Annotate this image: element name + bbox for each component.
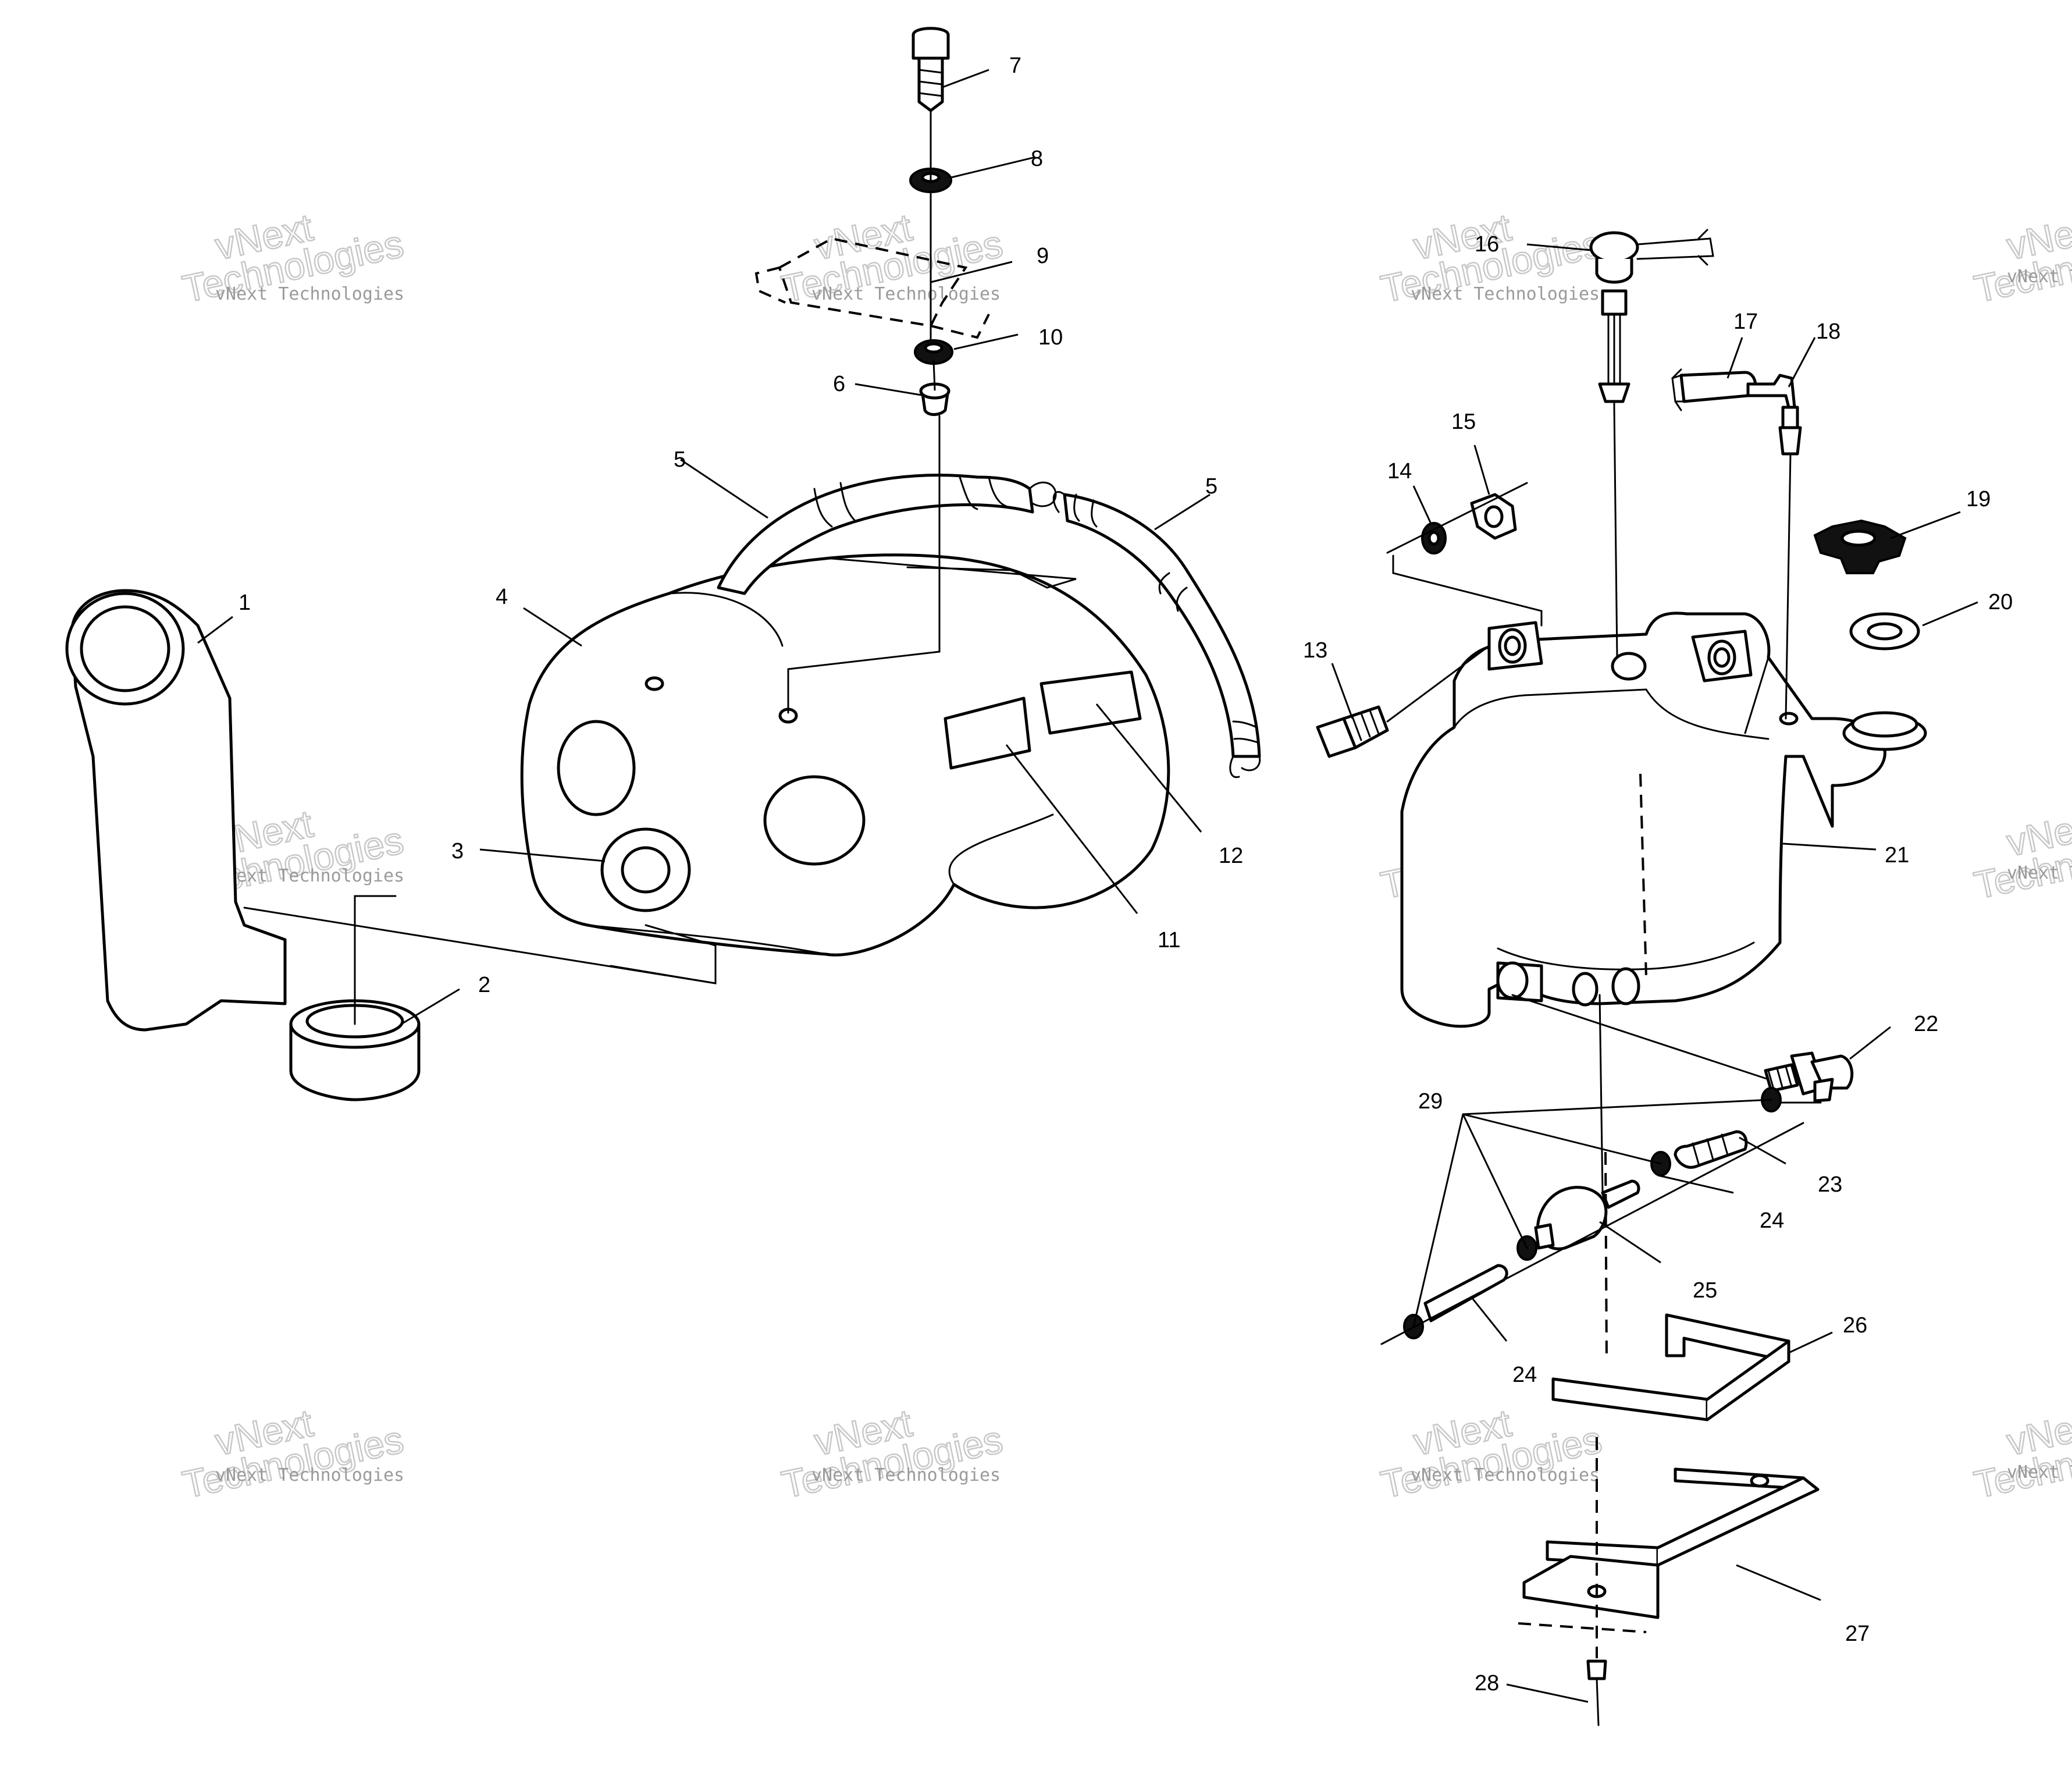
- callout-29: 29: [1418, 1089, 1443, 1114]
- watermark: Technologies vNext: [1970, 205, 2072, 311]
- callout-1: 1: [238, 591, 251, 615]
- watermark-text: vNext Technologies: [215, 866, 404, 886]
- callout-22: 22: [1914, 1012, 1938, 1036]
- callout-25: 25: [1693, 1278, 1717, 1303]
- watermark-text: vNext Technologies: [215, 284, 404, 304]
- callout-7: 7: [1009, 54, 1021, 78]
- watermark-text: vNext Technologies: [2007, 266, 2072, 287]
- callout-5-left: 5: [674, 447, 686, 472]
- assembly-line-center: [1604, 1151, 1608, 1362]
- part-19-filler-cap: [1813, 519, 1907, 574]
- part-7-bolt: [912, 27, 950, 112]
- callout-28: 28: [1475, 1671, 1499, 1695]
- watermark-text: vNext Technologies: [1411, 1465, 1600, 1485]
- callout-16: 16: [1475, 232, 1499, 257]
- assembly-line-16: [1613, 406, 1618, 659]
- part-9-bracket-outline: [754, 237, 990, 339]
- part-28-drain-plug: [1586, 1659, 1607, 1726]
- callout-23: 23: [1818, 1172, 1842, 1197]
- part-16-level-sensor: [1589, 229, 1714, 408]
- callout-3: 3: [451, 839, 464, 863]
- callout-17: 17: [1733, 310, 1758, 334]
- part-21-oil-tank: [1400, 612, 1927, 1028]
- callout-6: 6: [833, 372, 845, 396]
- part-5-hose-right: [1052, 490, 1261, 779]
- callout-13: 13: [1303, 638, 1327, 663]
- watermark-text: vNext Technologies: [1411, 284, 1600, 304]
- part-22-outlet-elbow: [1764, 1051, 1854, 1103]
- part-20-gasket: [1849, 612, 1920, 650]
- leader-29-fan: [1412, 1099, 1772, 1328]
- assembly-line-13: [1386, 645, 1490, 723]
- watermark: Technologies vNext: [1970, 1400, 2072, 1507]
- callout-24-upper: 24: [1760, 1208, 1784, 1233]
- watermark-text: vNext Technologies: [215, 1465, 404, 1485]
- callout-18: 18: [1816, 319, 1840, 344]
- watermark-text: vNext Technologies: [811, 284, 1001, 304]
- assembly-line-left: [243, 895, 717, 1025]
- watermark: Technologies vNext: [1970, 801, 2072, 908]
- callout-10: 10: [1038, 325, 1063, 350]
- callout-20: 20: [1988, 590, 2013, 614]
- watermark-text: vNext Technologies: [2007, 1462, 2072, 1483]
- callout-labels: 1 2 3 4 5 5 6 7 8 9 10 11 12 13 14 15 16…: [238, 54, 2013, 1695]
- callout-21: 21: [1885, 843, 1909, 868]
- watermark-text: vNext Technologies: [2007, 863, 2072, 883]
- part-4-air-box: [520, 553, 1170, 984]
- callout-15: 15: [1451, 410, 1476, 434]
- watermark: Technologies vNext: [178, 1400, 408, 1507]
- callout-19: 19: [1966, 487, 1991, 511]
- part-3-grommet: [600, 827, 691, 912]
- callout-27: 27: [1845, 1622, 1870, 1646]
- part-25-fuel-filter: [1534, 1186, 1608, 1250]
- callout-24-lower: 24: [1512, 1363, 1537, 1387]
- watermark-text: vNext Technologies: [811, 1465, 1001, 1485]
- watermark: Technologies vNext: [1376, 205, 1606, 311]
- part-24-hose-short: [1601, 1179, 1640, 1209]
- callout-9: 9: [1037, 244, 1049, 268]
- part-18-elbow-fitting: [1746, 374, 1802, 456]
- callout-4: 4: [496, 585, 508, 609]
- callout-11: 11: [1158, 928, 1180, 952]
- callout-5-right: 5: [1205, 474, 1217, 499]
- assembly-line-18: [1785, 453, 1792, 720]
- leader-lines: [197, 69, 1978, 1703]
- part-24-hose-long: [1423, 1264, 1508, 1323]
- assembly-line-top: [787, 109, 941, 714]
- part-17-vent-hose: [1671, 368, 1757, 411]
- part-13-bolt: [1316, 705, 1389, 758]
- part-14-washer: [1421, 522, 1447, 554]
- part-5-hose-left: [717, 474, 1057, 595]
- part-23-inline-fitting: [1674, 1130, 1748, 1169]
- assembly-line-14-15: [1386, 482, 1543, 627]
- callout-12: 12: [1219, 844, 1243, 868]
- assembly-line-hose: [1380, 994, 1804, 1345]
- callout-26: 26: [1843, 1313, 1867, 1338]
- callout-2: 2: [478, 973, 490, 997]
- part-6-grommet: [919, 382, 950, 416]
- watermark: Technologies vNext: [777, 1400, 1007, 1507]
- part-26-strap: [1551, 1313, 1790, 1421]
- part-1-inlet-pipe: [65, 589, 287, 1032]
- part-27-bracket: [1518, 1467, 1820, 1633]
- part-15-nut: [1470, 493, 1517, 540]
- callout-14: 14: [1387, 459, 1412, 484]
- callout-8: 8: [1031, 147, 1043, 171]
